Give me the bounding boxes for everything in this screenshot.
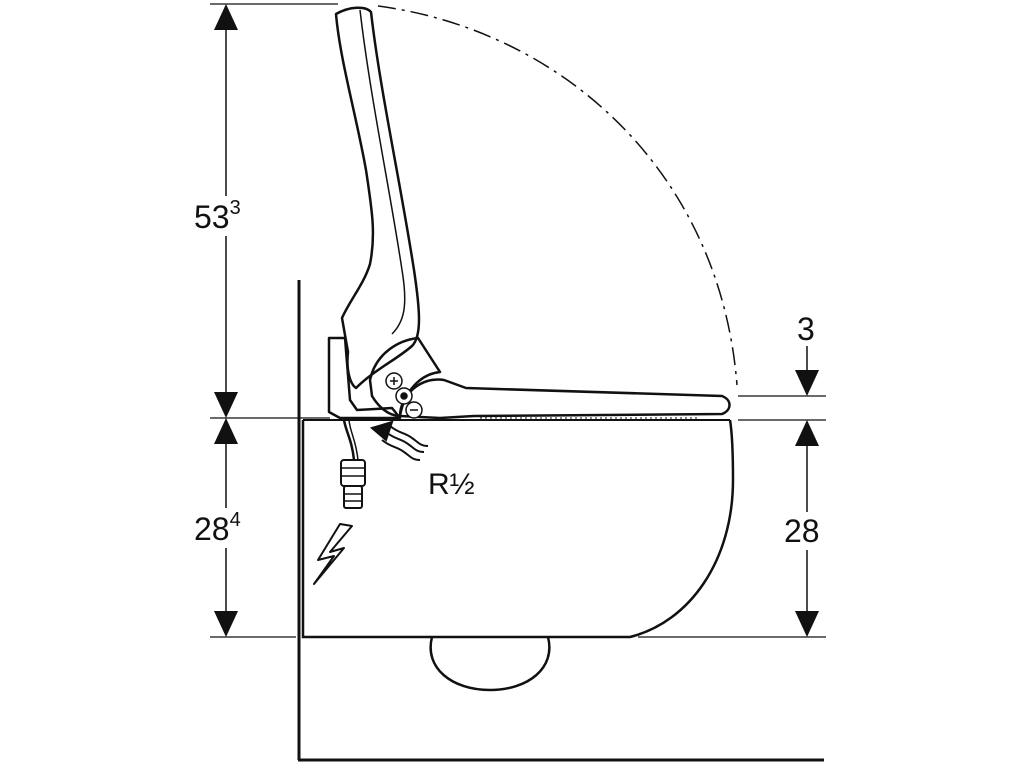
dimension-label-3: 3	[797, 311, 815, 347]
water-connection-label: R½	[428, 468, 475, 501]
plug-head	[343, 485, 363, 509]
dimension-label-28-4: 284	[194, 509, 241, 547]
lid-swing-arc	[377, 5, 738, 386]
toilet-bowl	[301, 419, 735, 692]
plug-body	[340, 459, 366, 487]
seat-hinge-cover	[368, 336, 442, 418]
dimension-lid-gap	[795, 346, 819, 396]
lid-raised	[334, 6, 421, 390]
lightning-bolt-icon	[313, 523, 353, 585]
dimension-label-28: 28	[784, 513, 820, 549]
cable-wire-2	[348, 419, 359, 461]
bowl-waste-outlet	[429, 636, 551, 692]
cable-wire	[342, 419, 356, 461]
lid-inner-edge	[359, 9, 406, 335]
extension-lines	[210, 3, 826, 638]
dimension-label-53: 533	[194, 197, 241, 235]
control-panel-icon	[385, 372, 423, 419]
water-inlet-arrow	[369, 420, 429, 461]
wall-and-floor	[297, 280, 824, 762]
power-cable	[340, 419, 366, 509]
seat-unit	[327, 6, 731, 420]
seat-ring	[398, 378, 731, 420]
bowl-outline	[301, 419, 735, 639]
